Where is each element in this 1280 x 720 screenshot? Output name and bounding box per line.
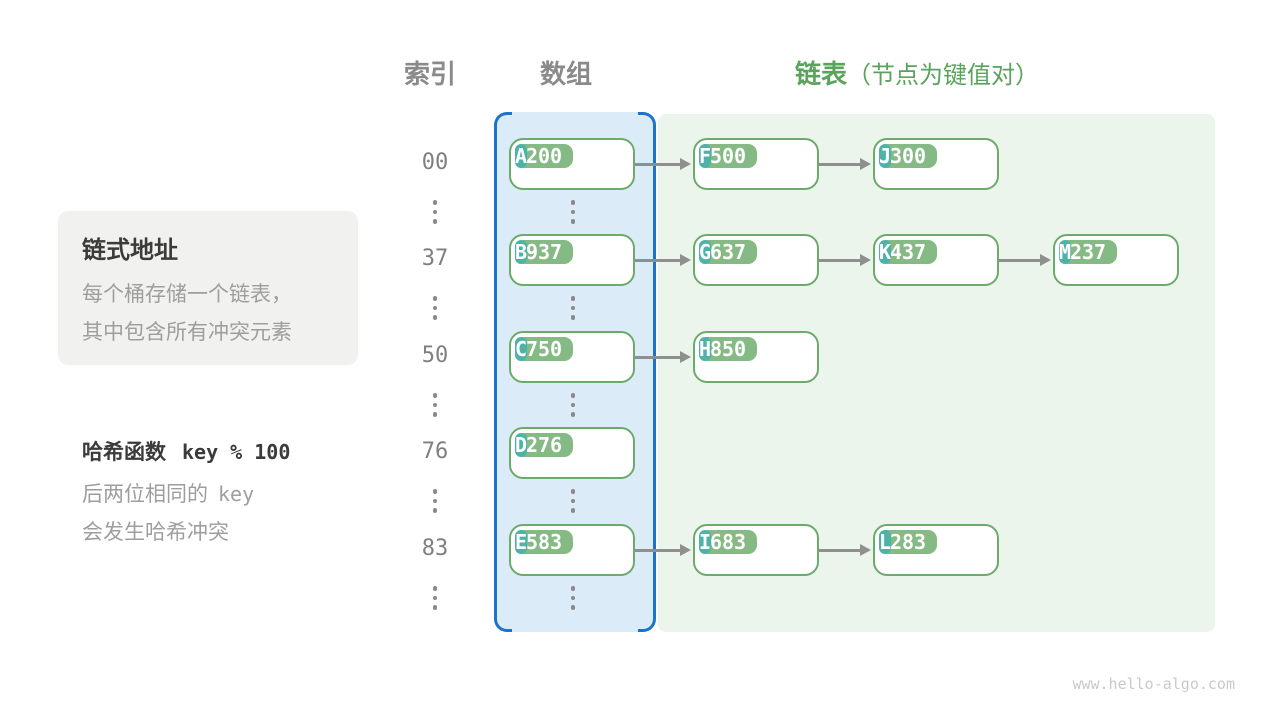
hash-note-line-1: 后两位相同的 key — [82, 478, 254, 508]
ellipsis-dots — [431, 296, 439, 320]
hash-note-line-2: 会发生哈希冲突 — [82, 521, 229, 544]
node-value: B — [515, 240, 528, 264]
arrow-shaft — [819, 162, 861, 166]
arrow-head-icon — [680, 544, 691, 556]
hash-function-formula: key % 100 — [182, 440, 291, 464]
arrow-head-icon — [860, 544, 871, 556]
arrow-shaft — [819, 258, 861, 262]
node-value: F — [699, 144, 712, 168]
list-header-label: 链表 — [795, 59, 848, 89]
bucket-index: 50 — [421, 343, 449, 368]
node-value: G — [699, 240, 712, 264]
arrow-shaft — [635, 548, 681, 552]
arrow-connector — [999, 250, 1051, 270]
node-value: K — [879, 240, 892, 264]
chaining-info-line-1: 每个桶存储一个链表， — [82, 283, 292, 306]
arrow-shaft — [635, 258, 681, 262]
node-value: A — [515, 144, 528, 168]
hash-function-label: 哈希函数 — [82, 441, 166, 464]
ellipsis-dots — [569, 489, 577, 513]
arrow-connector — [635, 250, 691, 270]
node-value: L — [879, 530, 892, 554]
arrow-head-icon — [860, 158, 871, 170]
index-column-header: 索引 — [404, 59, 457, 89]
watermark: www.hello-algo.com — [1072, 675, 1235, 693]
arrow-connector — [635, 154, 691, 174]
array-column-header: 数组 — [540, 59, 593, 89]
array-bracket-right — [638, 112, 656, 632]
ellipsis-dots — [431, 489, 439, 513]
arrow-connector — [635, 540, 691, 560]
arrow-head-icon — [680, 351, 691, 363]
node-value: H — [699, 337, 712, 361]
arrow-head-icon — [680, 254, 691, 266]
ellipsis-dots — [569, 586, 577, 610]
list-column-header: 链表（节点为键值对） — [795, 54, 1039, 91]
arrow-head-icon — [1040, 254, 1051, 266]
arrow-connector — [819, 540, 871, 560]
hash-function-title: 哈希函数 key % 100 — [82, 436, 290, 466]
arrow-shaft — [635, 355, 681, 359]
node-value: C — [515, 337, 528, 361]
hash-note-line-1-code: key — [218, 482, 255, 506]
ellipsis-dots — [431, 393, 439, 417]
arrow-shaft — [819, 548, 861, 552]
hash-note-line-1-text: 后两位相同的 — [82, 483, 208, 506]
arrow-connector — [819, 154, 871, 174]
chaining-info-line-2: 其中包含所有冲突元素 — [82, 321, 292, 344]
arrow-shaft — [635, 162, 681, 166]
node-key: 300 — [879, 144, 937, 168]
ellipsis-dots — [431, 200, 439, 224]
arrow-shaft — [999, 258, 1041, 262]
bucket-index: 83 — [421, 536, 449, 561]
ellipsis-dots — [569, 393, 577, 417]
arrow-head-icon — [860, 254, 871, 266]
ellipsis-dots — [431, 586, 439, 610]
chaining-info-title: 链式地址 — [82, 237, 178, 264]
ellipsis-dots — [569, 296, 577, 320]
arrow-connector — [819, 250, 871, 270]
node-value: D — [515, 433, 528, 457]
chaining-info-box — [58, 211, 358, 365]
node-value: E — [515, 530, 528, 554]
node-value: I — [699, 530, 712, 554]
bucket-index: 76 — [421, 439, 449, 464]
bucket-index: 00 — [421, 150, 449, 175]
node-value: J — [879, 144, 892, 168]
arrow-connector — [635, 347, 691, 367]
array-bracket-left — [494, 112, 512, 632]
arrow-head-icon — [680, 158, 691, 170]
node-value: M — [1059, 240, 1072, 264]
ellipsis-dots — [569, 200, 577, 224]
list-header-note: （节点为键值对） — [847, 62, 1040, 89]
bucket-index: 37 — [421, 246, 449, 271]
